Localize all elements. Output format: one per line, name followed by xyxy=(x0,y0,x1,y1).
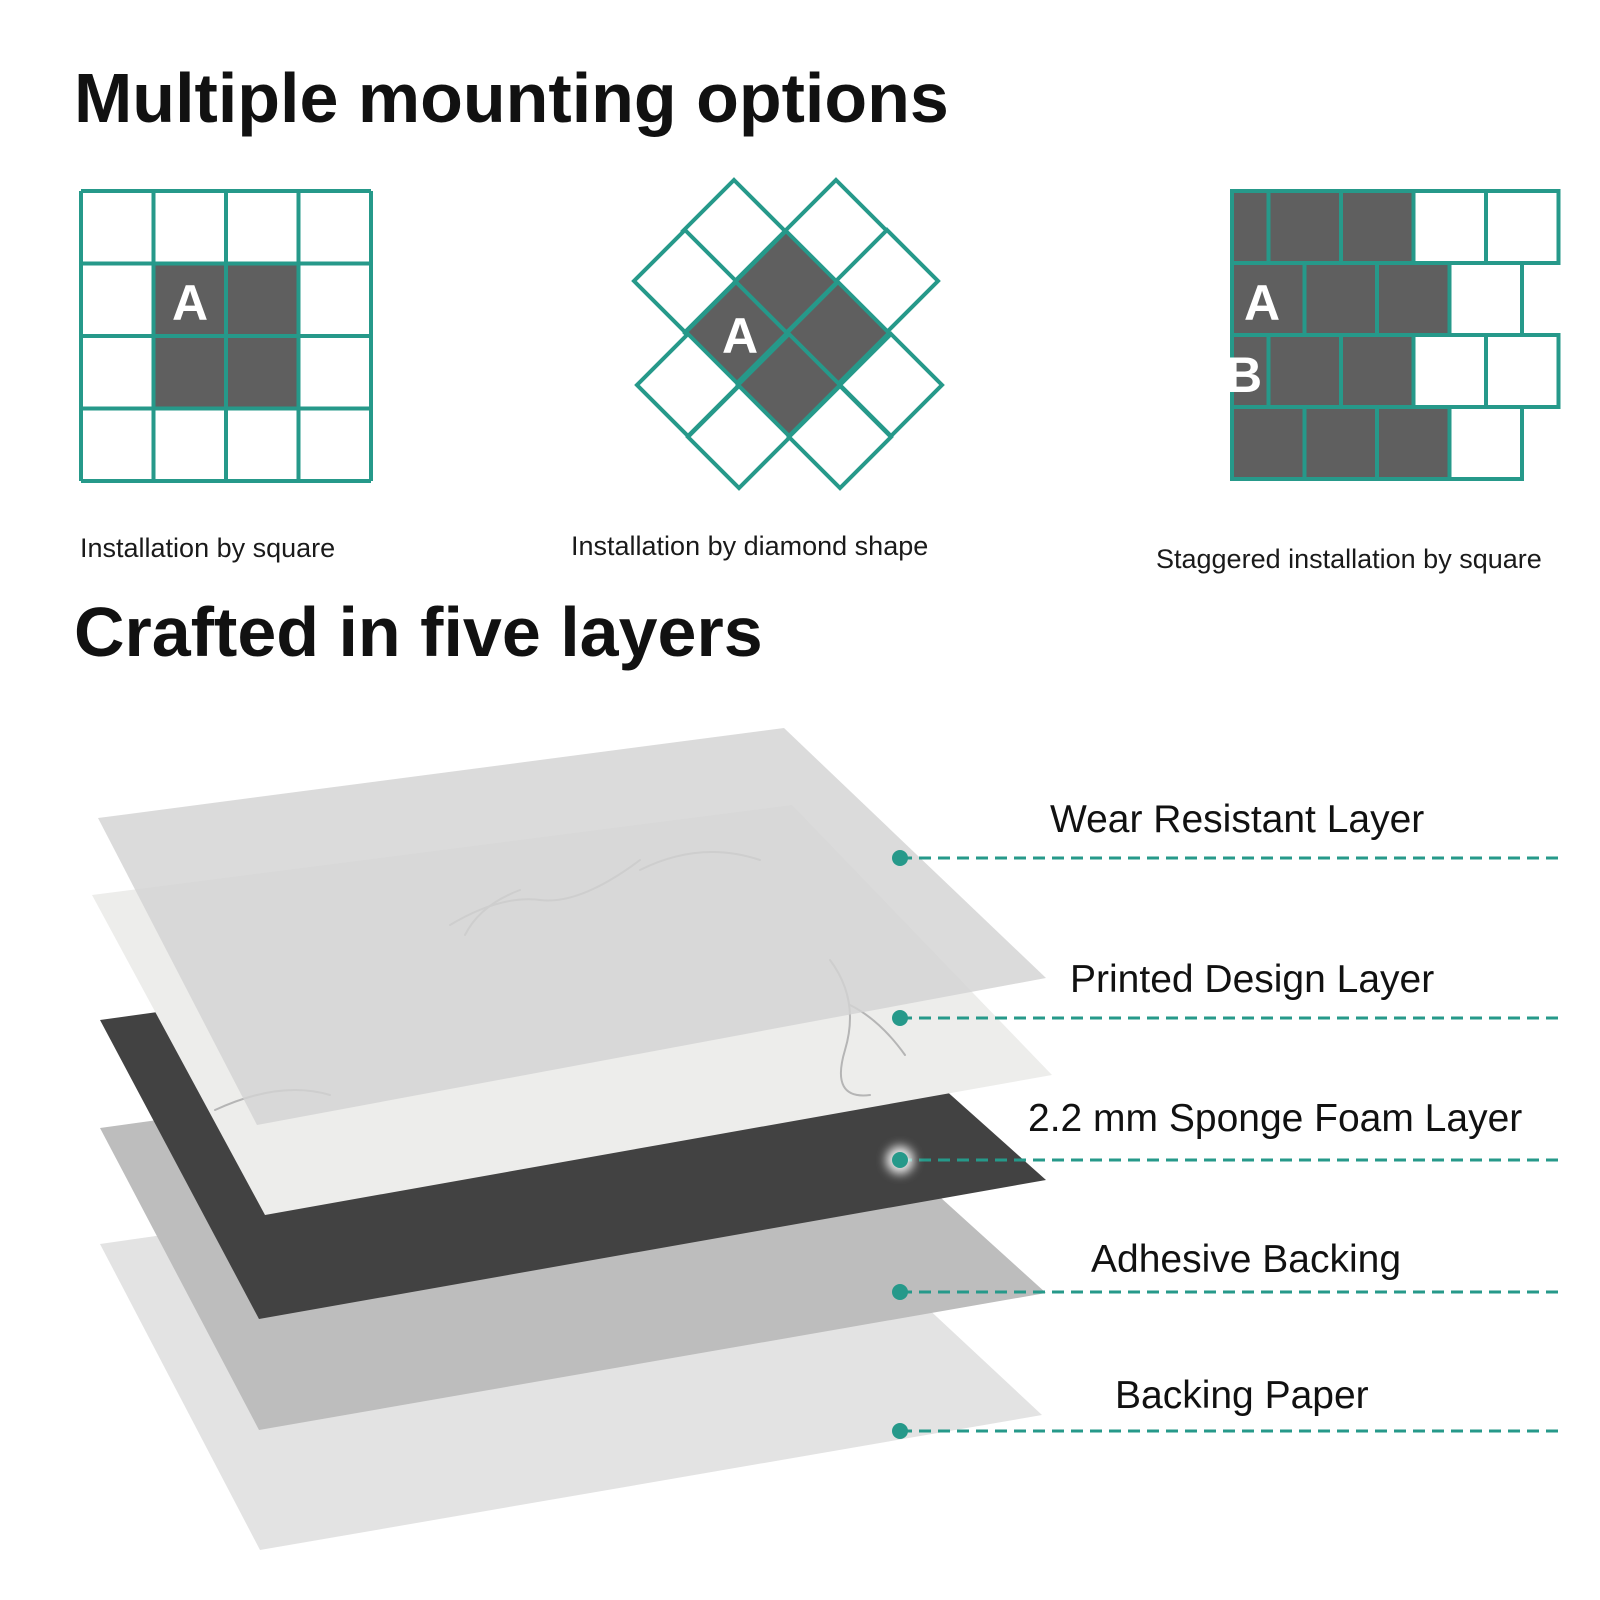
dark-tile xyxy=(1266,189,1343,265)
light-tile xyxy=(298,336,371,409)
tile-label-a: A xyxy=(172,275,208,331)
light-tile xyxy=(298,191,371,264)
light-tile xyxy=(1484,333,1561,409)
light-tile xyxy=(786,383,894,491)
dark-tile xyxy=(226,336,299,409)
leader-dot xyxy=(892,1284,908,1300)
light-tile xyxy=(226,191,299,264)
light-tile xyxy=(81,263,154,336)
light-tile xyxy=(685,383,793,491)
layer-label-sponge-foam: 2.2 mm Sponge Foam Layer xyxy=(1028,1097,1523,1140)
light-tile xyxy=(81,408,154,481)
dark-tile xyxy=(226,263,299,336)
layer-label-printed-design: Printed Design Layer xyxy=(1070,958,1435,1001)
diamond-installation-caption: Installation by diamond shape xyxy=(571,531,929,561)
layer-label-backing-paper: Backing Paper xyxy=(1115,1374,1369,1417)
dark-tile xyxy=(1375,405,1452,481)
tile-label-a: A xyxy=(722,308,758,364)
wear-resistant-sheet xyxy=(98,728,1046,1125)
dark-tile xyxy=(1339,333,1416,409)
layers-section-title: Crafted in five layers xyxy=(74,593,763,671)
light-tile xyxy=(153,191,226,264)
leader-dot xyxy=(892,1010,908,1026)
light-tile xyxy=(298,263,371,336)
light-tile xyxy=(81,191,154,264)
mounting-section-title: Multiple mounting options xyxy=(74,59,949,137)
square-installation-caption: Installation by square xyxy=(80,533,336,563)
leader-dot xyxy=(892,1152,908,1168)
leader-dot xyxy=(892,850,908,866)
staggered-installation-caption: Staggered installation by square xyxy=(1156,544,1542,574)
dark-tile xyxy=(1302,405,1379,481)
tile-label-a: A xyxy=(1244,275,1280,331)
leader-dot xyxy=(892,1423,908,1439)
light-tile xyxy=(153,408,226,481)
light-tile xyxy=(226,408,299,481)
light-tile xyxy=(1484,189,1561,265)
light-tile xyxy=(1447,405,1524,481)
light-tile xyxy=(298,408,371,481)
light-tile xyxy=(1411,189,1488,265)
layer-label-adhesive-backing: Adhesive Backing xyxy=(1091,1238,1402,1281)
light-tile xyxy=(81,336,154,409)
dark-tile xyxy=(153,263,226,336)
tile-label-b: B xyxy=(1226,347,1262,403)
dark-tile xyxy=(153,336,226,409)
layer-label-wear-resistant: Wear Resistant Layer xyxy=(1050,798,1425,841)
